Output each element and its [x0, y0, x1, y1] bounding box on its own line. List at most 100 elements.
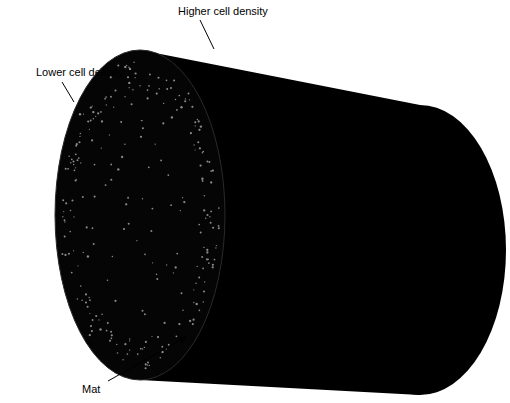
cell-dot [197, 141, 199, 143]
cell-dot [148, 85, 150, 87]
cell-dot [67, 168, 69, 170]
cell-dot [210, 181, 212, 183]
cell-dot [64, 254, 66, 256]
cell-dot [134, 77, 135, 78]
cell-dot [120, 121, 122, 123]
cell-dot [175, 99, 176, 100]
cell-dot [89, 299, 91, 301]
cell-dot [101, 148, 102, 149]
cell-dot [206, 161, 208, 163]
cell-dot [111, 337, 113, 339]
cell-dot [80, 133, 81, 134]
cell-dot [178, 95, 180, 97]
cell-dot [156, 273, 158, 275]
cell-dot [198, 276, 200, 278]
cell-dot [116, 344, 117, 345]
cell-dot [76, 143, 78, 145]
cell-dot [149, 365, 151, 367]
cell-dot [145, 363, 147, 365]
cell-dot [152, 262, 153, 263]
cell-dot [110, 164, 112, 166]
cell-dot [208, 262, 210, 264]
cell-dot [129, 340, 130, 341]
cell-dot [123, 228, 125, 230]
cell-dot [128, 223, 130, 225]
cell-dot [71, 158, 73, 160]
cell-dot [173, 79, 175, 81]
cell-dot [129, 87, 130, 88]
cell-dot [206, 214, 208, 216]
cell-dot [104, 98, 106, 100]
cell-dot [63, 211, 64, 212]
cell-dot [89, 313, 90, 314]
cell-dot [166, 80, 168, 82]
cell-dot [180, 292, 182, 294]
cell-dot [124, 343, 126, 345]
cell-dot [192, 323, 194, 325]
cell-dot [82, 196, 84, 198]
cell-dot [68, 156, 70, 158]
cell-dot [156, 278, 158, 280]
cell-dot [77, 159, 79, 161]
cell-dot [69, 231, 71, 233]
cell-dot [71, 199, 73, 201]
cell-dot [73, 250, 74, 251]
cell-dot [166, 88, 168, 90]
cell-dot [182, 309, 184, 311]
cell-dot [64, 219, 66, 221]
cell-dot [193, 144, 194, 145]
cell-dot [147, 89, 149, 91]
cell-dot [95, 116, 96, 117]
cell-dot [184, 100, 186, 102]
cell-dot [203, 301, 204, 302]
cell-dot [192, 319, 194, 321]
cell-dot [92, 111, 94, 113]
cell-dot [204, 281, 205, 282]
cell-dot [141, 310, 143, 312]
cell-dot [146, 97, 148, 99]
cell-dot [175, 266, 177, 268]
cell-dot [77, 265, 78, 266]
cell-dot [73, 164, 74, 165]
cell-dot [151, 208, 153, 210]
cell-dot [86, 226, 88, 228]
cell-dot [183, 201, 185, 203]
cell-dot [94, 196, 96, 198]
cell-dot [141, 120, 142, 121]
cell-dot [164, 322, 166, 324]
cell-dot [90, 325, 92, 327]
cell-dot [64, 221, 65, 222]
cell-dot [210, 222, 212, 224]
cell-dot [107, 322, 109, 324]
cell-dot [68, 253, 70, 255]
cell-dot [142, 120, 143, 121]
cell-dot [199, 309, 201, 311]
cell-dot [78, 141, 80, 143]
cell-dot [173, 272, 174, 273]
cell-dot [176, 253, 178, 255]
cell-dot [212, 266, 214, 268]
cell-dot [93, 118, 95, 120]
cell-dot [199, 164, 201, 166]
cell-dot [131, 103, 133, 105]
cell-dot [87, 255, 89, 257]
cell-dot [136, 240, 137, 241]
cell-dot [193, 289, 194, 290]
cell-dot [94, 164, 96, 166]
cell-dot [98, 319, 99, 320]
cell-dot [83, 113, 84, 114]
cell-dot [109, 134, 110, 135]
cell-dot [168, 344, 170, 346]
cell-dot [127, 353, 129, 355]
cell-dot [80, 285, 82, 287]
cell-dot [75, 167, 76, 168]
cell-dot [203, 247, 204, 248]
cell-dot [117, 168, 119, 170]
cell-dot [193, 302, 194, 303]
cell-dot [75, 179, 77, 181]
cell-dot [195, 283, 196, 284]
cell-dot [110, 331, 112, 333]
cell-dot [149, 74, 151, 76]
cell-dot [198, 120, 200, 122]
